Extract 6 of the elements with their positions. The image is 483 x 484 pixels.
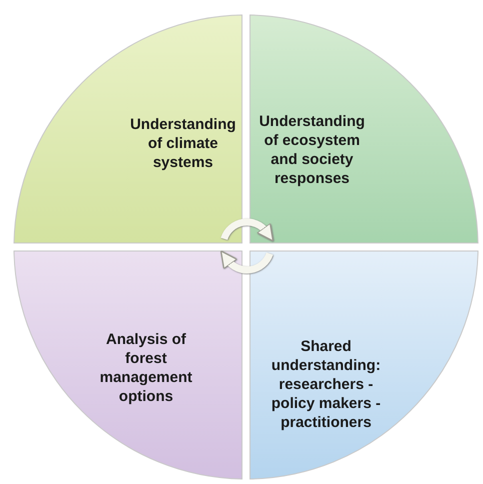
quadrant-label: Analysis of forest management options — [98, 330, 194, 406]
quadrant-label: Understanding of climate systems — [129, 115, 237, 172]
cycle-arrow — [220, 218, 274, 242]
quadrant-label: Understanding of ecosystem and society responses — [258, 112, 366, 188]
quadrant-label: Shared understanding: researchers - policy makers - practitioners — [270, 337, 382, 432]
cycle-arrow — [220, 250, 273, 274]
